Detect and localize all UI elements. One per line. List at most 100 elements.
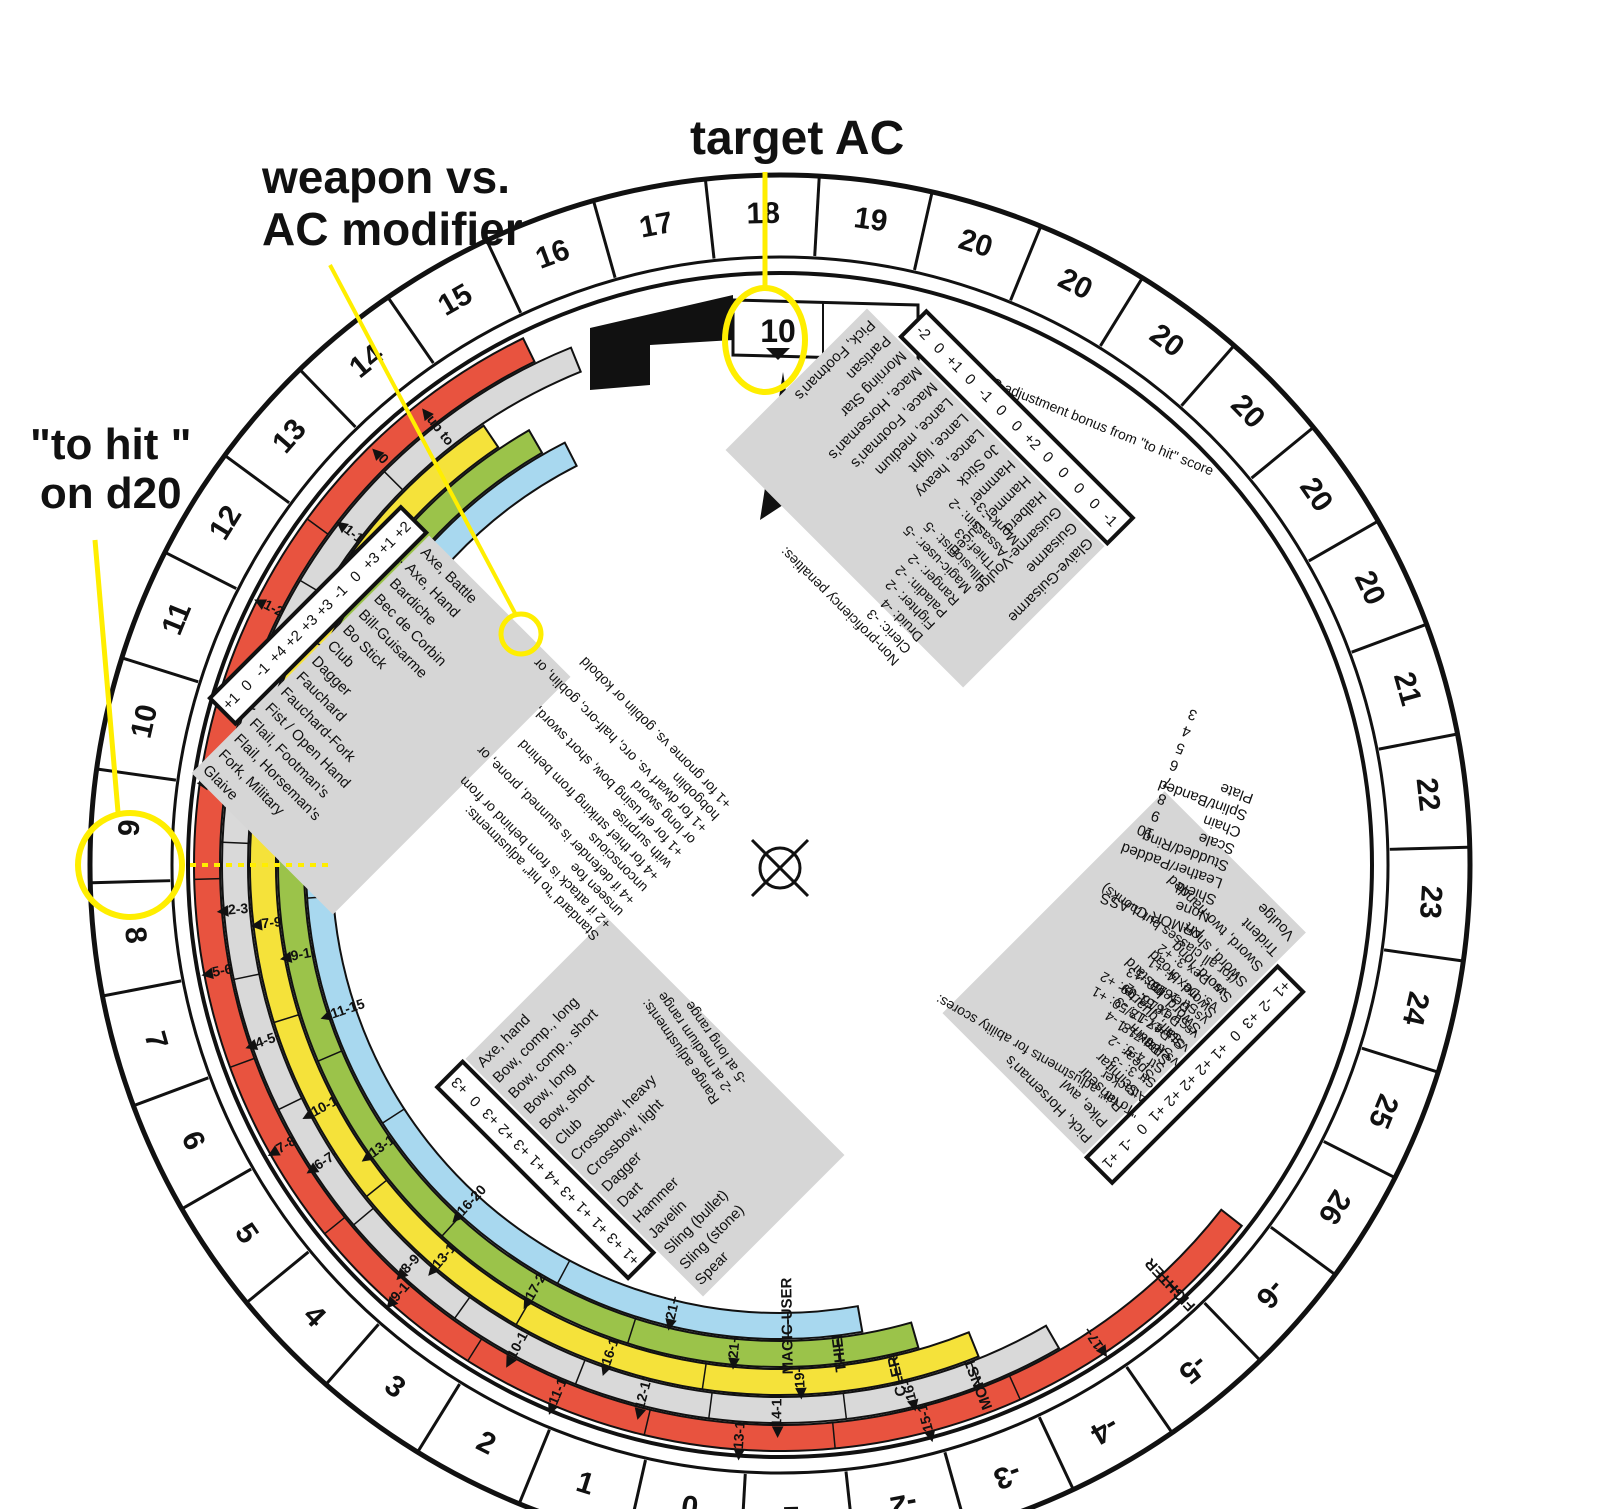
band-range-label: ◀7-9 xyxy=(249,913,283,933)
scale-tick xyxy=(632,1459,647,1509)
scale-number: 9 xyxy=(113,819,147,838)
band-divider xyxy=(467,1338,483,1362)
scale-tick xyxy=(1269,1225,1335,1275)
band-divider xyxy=(278,1097,303,1111)
highlight-to-hit xyxy=(75,810,185,920)
scale-number: 24 xyxy=(1396,989,1436,1029)
band-divider xyxy=(643,1409,651,1436)
scale-tick xyxy=(1125,1366,1173,1432)
scale-tick xyxy=(1378,732,1456,751)
scale-number: 0 xyxy=(679,1490,700,1509)
scale-tick xyxy=(913,193,934,271)
scale-tick xyxy=(1203,1301,1260,1361)
scale-tick xyxy=(1009,227,1042,301)
band-range-label: ◀13-14 xyxy=(729,1413,748,1462)
band-divider xyxy=(701,1363,707,1390)
scale-number: -2 xyxy=(888,1486,920,1509)
scale-tick xyxy=(182,1167,252,1210)
band-divider xyxy=(317,1050,343,1062)
scale-tick xyxy=(1351,623,1426,654)
scale-number: 17 xyxy=(637,206,676,245)
band-divider xyxy=(353,1207,374,1226)
modifier-box xyxy=(898,308,1136,547)
armor-class-values-line: 10 xyxy=(1135,821,1156,843)
band-divider xyxy=(273,1014,299,1024)
callout-weapon-modifier: weapon vs. AC modifier xyxy=(262,151,523,255)
scale-tick xyxy=(225,455,291,505)
scale-tick xyxy=(518,1429,551,1503)
center-crosshair-icon[interactable] xyxy=(750,838,810,898)
scale-tick xyxy=(326,1323,380,1384)
band-divider xyxy=(515,1301,530,1326)
scale-number: -1 xyxy=(783,1500,811,1509)
scale-number: 19 xyxy=(852,201,890,238)
outer-scale-ticks xyxy=(92,178,1468,1509)
band-range-label: ◀19+ xyxy=(791,1364,808,1400)
scale-tick xyxy=(417,1383,461,1452)
highlight-weapon-mod xyxy=(498,611,544,657)
band-range-label: ◀5-6 xyxy=(199,960,234,982)
band-divider xyxy=(324,1216,346,1235)
scale-tick xyxy=(741,1473,747,1509)
band-range-label: ◀21+ xyxy=(724,1334,743,1371)
scale-tick xyxy=(486,241,523,314)
modifier-box xyxy=(207,504,430,727)
band-divider xyxy=(306,518,329,535)
weapon-name-shade xyxy=(465,917,845,1297)
scale-tick xyxy=(387,298,435,364)
scale-tick xyxy=(1383,948,1462,963)
band-divider xyxy=(222,841,249,845)
band-divider xyxy=(842,1393,848,1420)
band-range-label: ◀2-3+ xyxy=(216,899,257,918)
band-divider xyxy=(574,1359,586,1385)
class-band-monster xyxy=(220,346,1061,1425)
scale-tick xyxy=(104,979,182,998)
scale-tick xyxy=(300,369,357,429)
scale-tick xyxy=(123,656,199,684)
leader-to-hit xyxy=(92,539,121,813)
class-band-thief xyxy=(277,428,920,1368)
class-band-cleric xyxy=(249,424,980,1396)
scale-tick xyxy=(1180,346,1234,407)
band-divider xyxy=(441,1216,460,1237)
callout-target-ac: target AC xyxy=(690,112,905,165)
band-divider xyxy=(892,1355,900,1382)
callout-to-hit: "to hit " on d20 xyxy=(30,420,191,519)
band-divider xyxy=(708,1392,713,1419)
band-divider xyxy=(556,1260,571,1284)
band-divider xyxy=(1161,1274,1181,1295)
scale-tick xyxy=(1099,278,1143,347)
annotations xyxy=(75,172,808,920)
band-divider xyxy=(365,1179,388,1198)
modifier-box xyxy=(1083,963,1306,1186)
leader-weapon-mod xyxy=(328,264,518,616)
band-divider xyxy=(233,973,260,981)
band-divider xyxy=(837,1337,842,1364)
outer-scale-inner-border xyxy=(170,255,1390,1475)
class-band-fighter xyxy=(193,336,1244,1452)
ac-window-value-10: 10 xyxy=(760,313,796,349)
weapon-name-shade xyxy=(725,308,1105,688)
scale-tick xyxy=(134,1076,209,1107)
weapon-name-shade xyxy=(191,535,571,915)
weapon-name-shade xyxy=(942,791,1306,1155)
band-range-label: ◀14-15+ xyxy=(768,1383,784,1439)
scale-number: 23 xyxy=(1413,884,1448,919)
callout-to-hit-line2: on d20 xyxy=(39,469,182,519)
band-divider xyxy=(454,1296,471,1319)
class-band-magic-user xyxy=(304,441,864,1340)
scale-tick xyxy=(1361,1046,1437,1074)
band-divider xyxy=(831,1422,836,1449)
scale-tick xyxy=(1389,845,1468,851)
band-class-name: THIEF xyxy=(828,1328,850,1373)
scale-tick xyxy=(704,180,716,259)
band-divider xyxy=(626,1318,637,1344)
scale-tick xyxy=(813,178,821,257)
scale-tick xyxy=(1323,1140,1394,1179)
callout-to-hit-line1: "to hit " xyxy=(30,420,192,469)
scale-number: 10 xyxy=(125,701,165,741)
band-class-name: MAGIC-USER xyxy=(778,1277,797,1374)
callout-weapon-line1: weapon vs. xyxy=(262,151,510,203)
